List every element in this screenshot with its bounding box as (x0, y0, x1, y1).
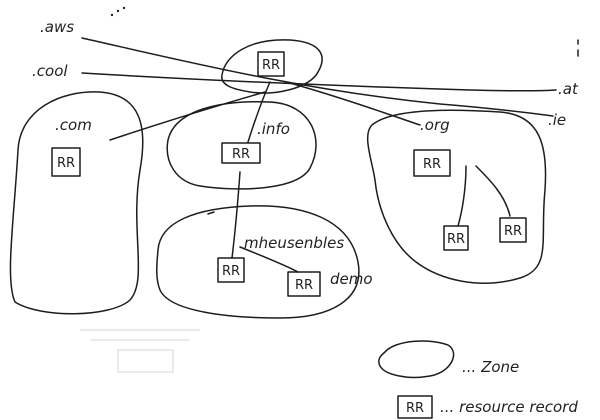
line-org-child-1 (457, 165, 467, 227)
legend-zone-label: ... Zone (462, 358, 519, 376)
tld-connector-lines (81, 37, 557, 141)
label-aws: .aws (40, 18, 74, 36)
rr-org: RR (413, 149, 451, 177)
rr-mheusenbles-2: RR (287, 271, 321, 297)
svg-text:RR: RR (447, 232, 465, 247)
faint-marks (80, 329, 200, 373)
svg-text:RR: RR (295, 278, 313, 293)
rr-mheusenbles-1: RR (217, 257, 245, 283)
rr-org-child-1: RR (443, 225, 469, 251)
line-mheusenbles-demo (239, 246, 299, 273)
com-zone (9, 91, 144, 315)
svg-text:RR: RR (222, 264, 240, 279)
svg-text:RR: RR (504, 224, 522, 239)
label-org: .org (420, 116, 450, 134)
label-at: .at (558, 80, 579, 98)
rr-info: RR (221, 142, 261, 164)
legend-rr-label: ... resource record (440, 398, 578, 416)
stray-dots (110, 6, 579, 215)
label-ie: .ie (548, 111, 566, 129)
line-org (289, 82, 421, 126)
line-aws (81, 37, 554, 117)
mheusenbles-zone (156, 205, 360, 319)
legend-rr: RR ... resource record (397, 395, 578, 419)
label-com: .com (55, 116, 92, 134)
root-zone (221, 39, 323, 94)
hierarchy-lines (231, 81, 511, 273)
legend-rr-box (397, 395, 433, 419)
line-org-child-2 (475, 165, 511, 217)
svg-text:RR: RR (423, 157, 441, 172)
line-cool (81, 72, 557, 92)
legend-zone-symbol (378, 340, 455, 379)
rr-com: RR (51, 147, 81, 177)
info-zone (166, 101, 317, 190)
label-demo: demo (330, 270, 373, 288)
svg-text:RR: RR (406, 401, 424, 416)
svg-text:RR: RR (262, 58, 280, 73)
org-zone (367, 109, 547, 284)
svg-text:RR: RR (57, 156, 75, 171)
rr-root: RR (257, 51, 285, 77)
rr-org-child-2: RR (499, 217, 527, 243)
label-info: .info (257, 120, 290, 138)
label-cool: .cool (32, 62, 68, 80)
label-mheusenbles: mheusenbles (244, 234, 344, 252)
line-com (109, 91, 266, 141)
legend-zone: ... Zone (378, 340, 519, 379)
line-info-mheusenbles (231, 171, 241, 259)
svg-text:RR: RR (232, 147, 250, 162)
line-root-info (247, 81, 271, 143)
